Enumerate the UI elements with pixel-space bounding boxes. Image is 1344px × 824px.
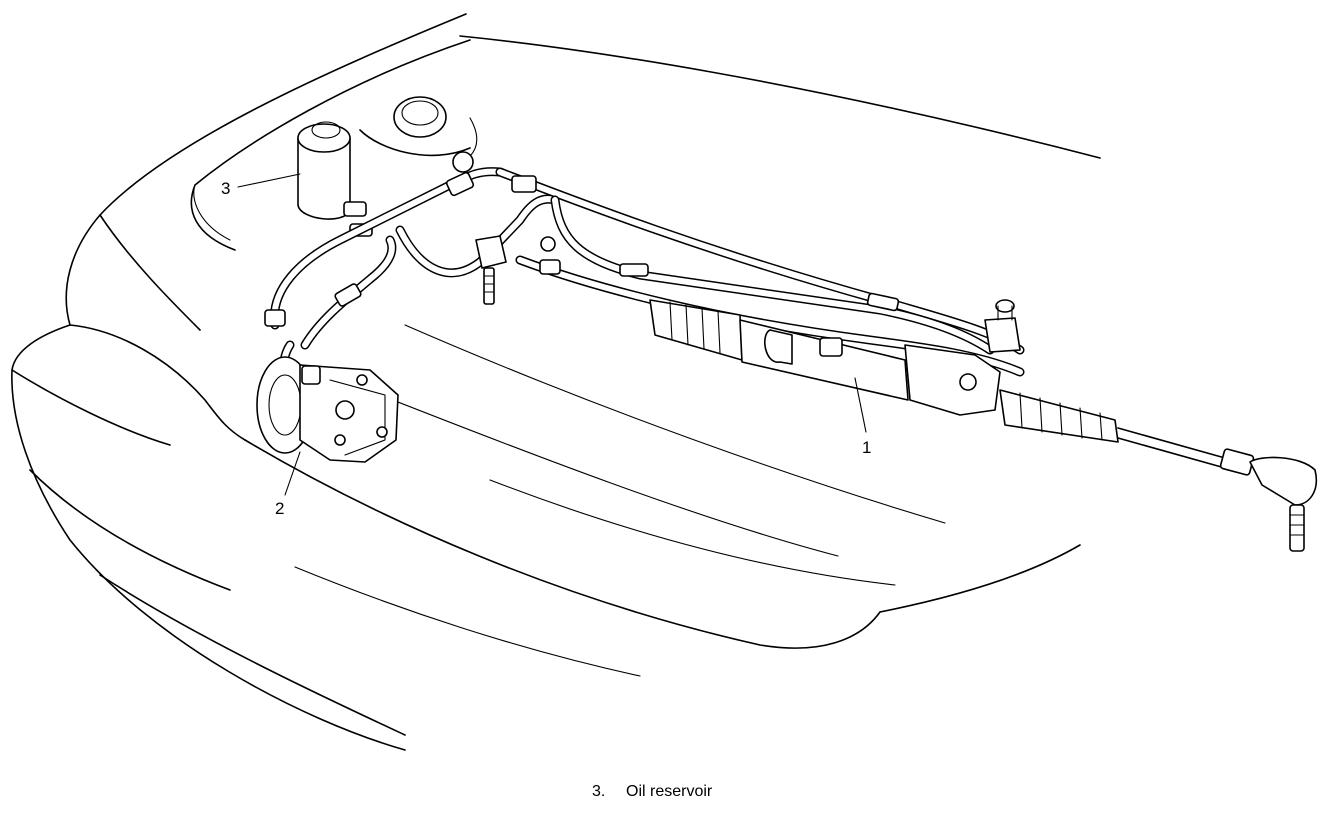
power-steering-pump — [256, 356, 399, 463]
hose-fittings — [264, 151, 900, 327]
callout-1-number: 1 — [862, 438, 871, 457]
steering-rack — [649, 299, 1317, 552]
callout-3-number: 3 — [221, 179, 230, 198]
oil-reservoir — [297, 121, 373, 237]
car-body — [11, 13, 1101, 751]
hose-brackets — [475, 235, 507, 305]
caption-text: Oil reservoir — [626, 783, 713, 800]
round-cap — [359, 96, 478, 157]
caption-number: 3. — [592, 783, 606, 800]
figure-caption: 3. Oil reservoir — [592, 783, 712, 801]
callout-2: 2 — [275, 451, 301, 518]
callout-2-number: 2 — [275, 499, 284, 518]
callout-3: 3 — [221, 173, 301, 198]
callout-1: 1 — [854, 377, 871, 457]
